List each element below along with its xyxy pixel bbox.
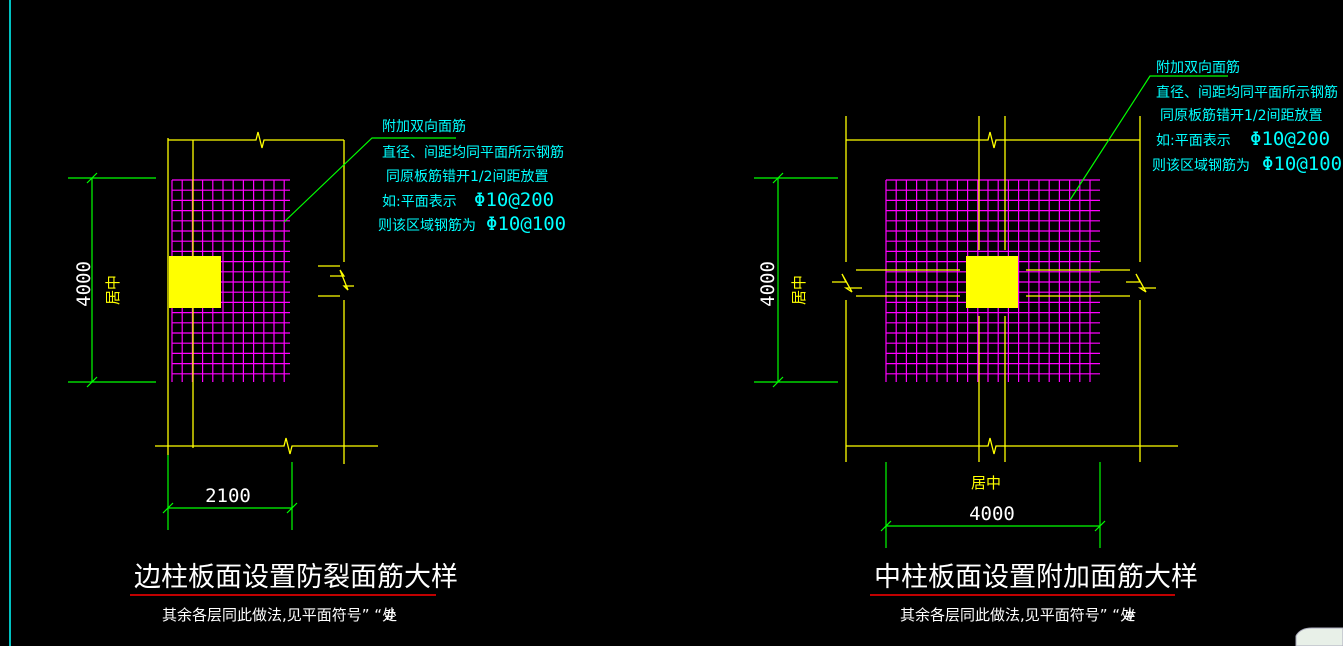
right-note-value: Φ10@100 [1262,153,1342,175]
right-note-line: 如:平面表示 [1156,133,1231,149]
right-dim-vertical: 4000 [757,261,779,307]
right-note-line: 直径、间距均同平面所示钢筋 [1156,84,1338,101]
right-note-line: 附加双向面筋 [1156,59,1240,76]
left-note-line: 则该区域钢筋为 [378,217,476,234]
right-subtitle: 其余各层同此做法,见平面符号” “处 [900,606,1135,624]
left-note-line: 直径、间距均同平面所示钢筋 [382,144,564,161]
left-note-line: 附加双向面筋 [382,118,466,135]
left-rebar-mesh [171,179,290,382]
right-note-line: 则该区域钢筋为 [1152,157,1250,174]
right-note-block: 附加双向面筋 直径、间距均同平面所示钢筋 同原板筋错开1/2间距放置 如:平面表… [1152,59,1342,175]
left-detail: 4000 居中 2100 附加双向面筋 直径、间距均同平面所示钢筋 同原板筋错开… [68,118,566,624]
left-title: 边柱板面设置防裂面筋大样 [134,562,458,593]
left-subtitle-mark: # [384,606,397,624]
left-dim-vertical: 4000 [73,261,95,307]
left-note-line: 同原板筋错开1/2间距放置 [386,168,549,185]
right-title: 中柱板面设置附加面筋大样 [874,562,1198,593]
left-note-value: Φ10@200 [474,189,554,211]
right-structure-lines [832,116,1178,462]
right-note-value: Φ10@200 [1250,128,1330,150]
left-structure-lines [155,131,378,464]
right-detail: 4000 居中 4000 居中 附加双向面筋 直径、间距均同平面所示钢筋 同原板… [754,59,1342,624]
left-note-line: 如:平面表示 [382,194,457,210]
right-column [966,256,1018,308]
right-dim-horizontal-note: 居中 [971,474,1001,492]
right-dim-horizontal: 4000 [969,503,1015,525]
left-dim-vertical-note: 居中 [104,275,122,305]
left-column [169,256,221,308]
left-note-block: 附加双向面筋 直径、间距均同平面所示钢筋 同原板筋错开1/2间距放置 如:平面表… [378,118,566,235]
right-dim-vertical-note: 居中 [790,275,808,305]
left-dim-horizontal: 2100 [205,485,251,507]
left-note-value: Φ10@100 [486,213,566,235]
right-subtitle-mark: # [1124,606,1137,624]
right-note-line: 同原板筋错开1/2间距放置 [1160,107,1323,124]
right-dimension-lines [754,75,1228,548]
corner-widget[interactable] [1295,627,1343,646]
left-dimension-lines [68,137,456,530]
left-subtitle: 其余各层同此做法,见平面符号” “处 [162,606,397,624]
